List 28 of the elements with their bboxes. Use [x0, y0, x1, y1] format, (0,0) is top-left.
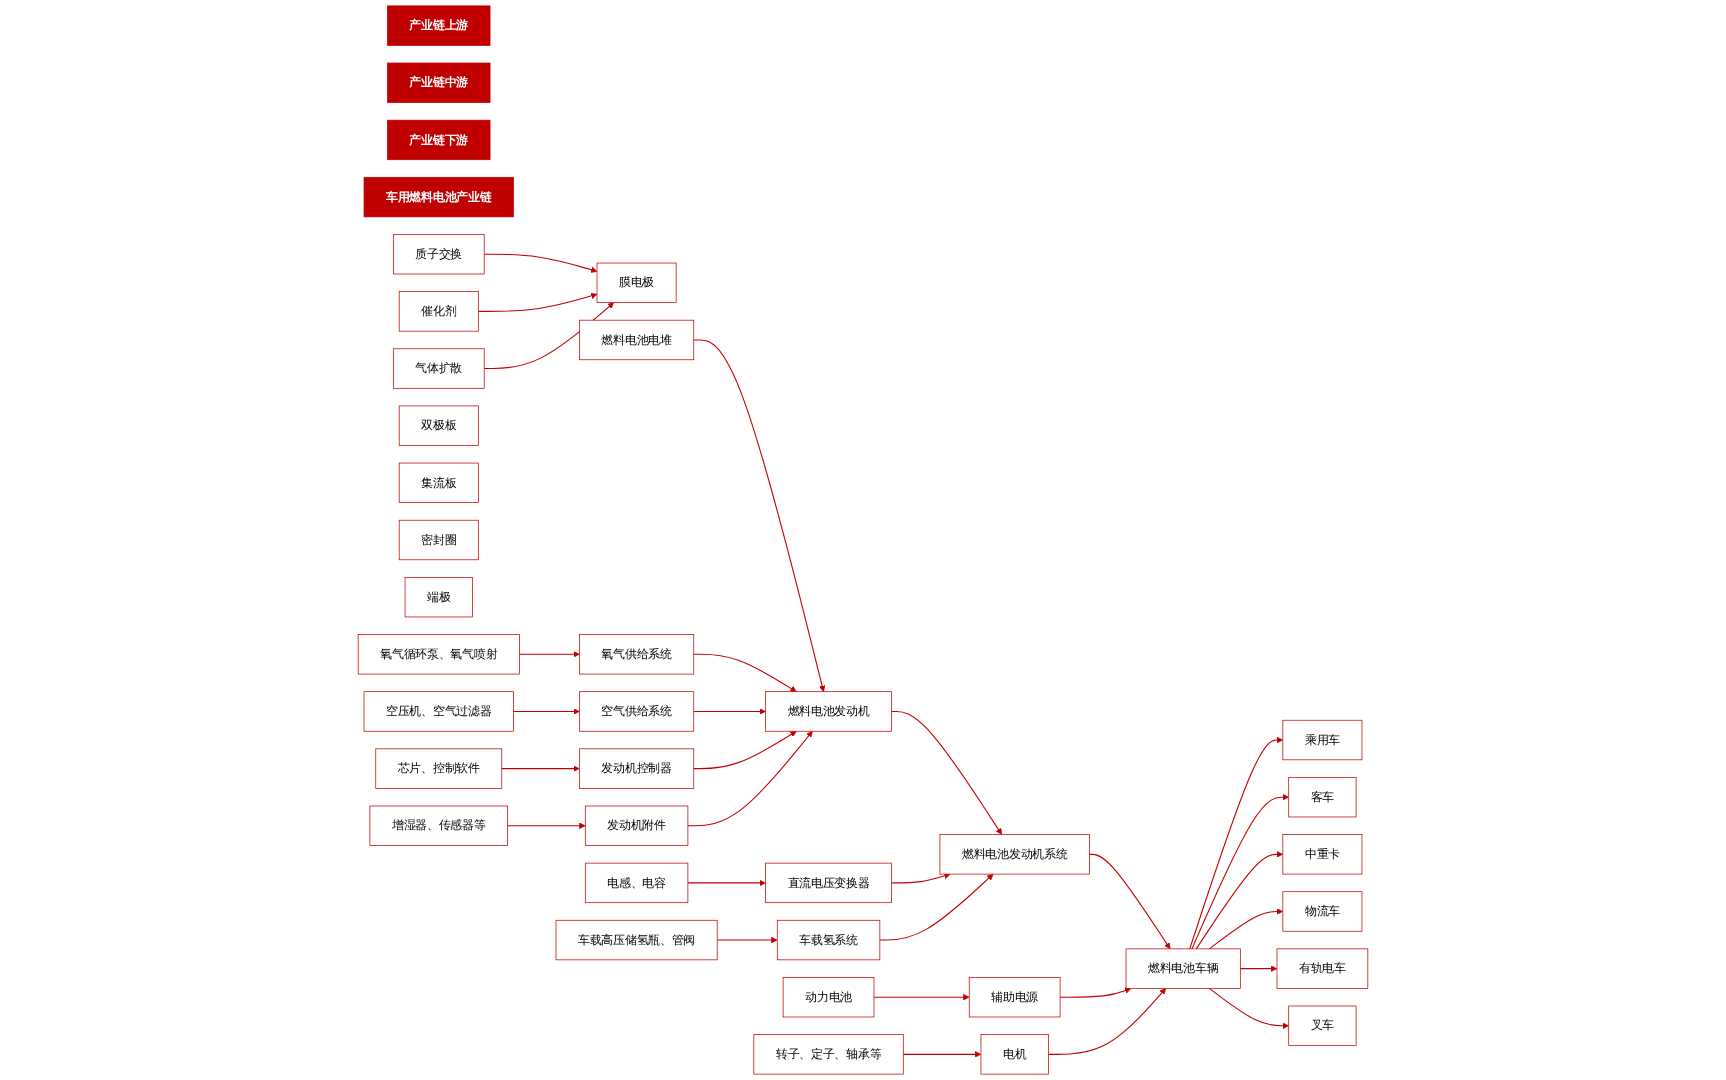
arrow	[693, 653, 797, 692]
arrow	[1208, 987, 1289, 1029]
arrow	[879, 873, 994, 941]
arrow	[891, 872, 951, 884]
arrow	[693, 708, 766, 715]
arrow	[518, 651, 580, 658]
arrow	[687, 730, 813, 827]
arrow	[716, 936, 778, 944]
arrow	[1088, 853, 1171, 950]
arrow	[1195, 851, 1284, 950]
arrow	[693, 339, 826, 692]
arrow	[477, 292, 598, 312]
arrow	[1239, 965, 1278, 972]
arrow	[891, 710, 1003, 835]
arrow	[1047, 988, 1167, 1055]
arrow	[501, 765, 580, 772]
arrow	[693, 730, 797, 770]
arrow	[483, 253, 598, 273]
arrow	[687, 879, 766, 887]
arrow	[1189, 736, 1284, 950]
arrow	[1208, 908, 1284, 950]
arrow	[512, 708, 580, 715]
arrow	[1191, 793, 1289, 950]
arrow	[873, 994, 970, 1001]
arrow	[483, 302, 615, 370]
arrow	[902, 1051, 982, 1058]
arrow	[507, 822, 586, 829]
arrow	[1059, 987, 1132, 998]
